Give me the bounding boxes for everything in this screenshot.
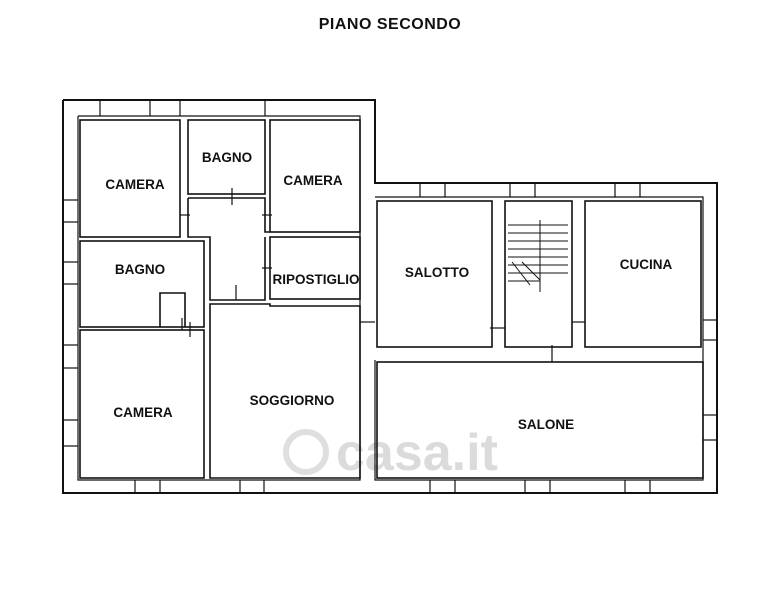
room-soggiorno (209, 303, 361, 479)
room-label-cucina: CUCINA (620, 257, 673, 272)
room-label-ripostiglio: RIPOSTIGLIO (272, 272, 359, 287)
plan-title: PIANO SECONDO (318, 16, 462, 33)
room-label-bagno-mid: BAGNO (115, 262, 165, 277)
room-camera-top-left (79, 119, 181, 238)
watermark: casa.it (283, 424, 498, 482)
outer-wall-inner (77, 115, 361, 481)
room-label-salone: SALONE (518, 417, 574, 432)
room-camera-bottom (79, 329, 205, 479)
room-label-camera-bottom: CAMERA (113, 405, 172, 420)
room-ripostiglio (269, 236, 361, 300)
watermark-text: casa.it (336, 424, 498, 482)
room-salotto (376, 200, 493, 348)
room-camera-top-mid (269, 119, 361, 233)
outer-wall (62, 99, 718, 494)
room-label-bagno-top: BAGNO (202, 150, 252, 165)
stairs (508, 220, 568, 292)
bagno-step-wall (159, 292, 186, 327)
hall-wall-left (187, 198, 266, 301)
room-stairwell (504, 200, 573, 348)
room-cucina (584, 200, 702, 348)
room-label-salotto: SALOTTO (405, 265, 469, 280)
outer-wall-inner-right (374, 196, 704, 481)
watermark-logo-icon (283, 429, 329, 475)
windows (63, 100, 717, 493)
room-salone (376, 361, 704, 479)
room-label-camera-top-left: CAMERA (105, 177, 164, 192)
room-bagno-mid (79, 240, 205, 328)
room-label-camera-top-mid: CAMERA (283, 173, 342, 188)
room-bagno-top (187, 119, 266, 195)
hall-wall (188, 197, 270, 233)
doors (180, 188, 585, 362)
room-label-soggiorno: SOGGIORNO (250, 393, 335, 408)
